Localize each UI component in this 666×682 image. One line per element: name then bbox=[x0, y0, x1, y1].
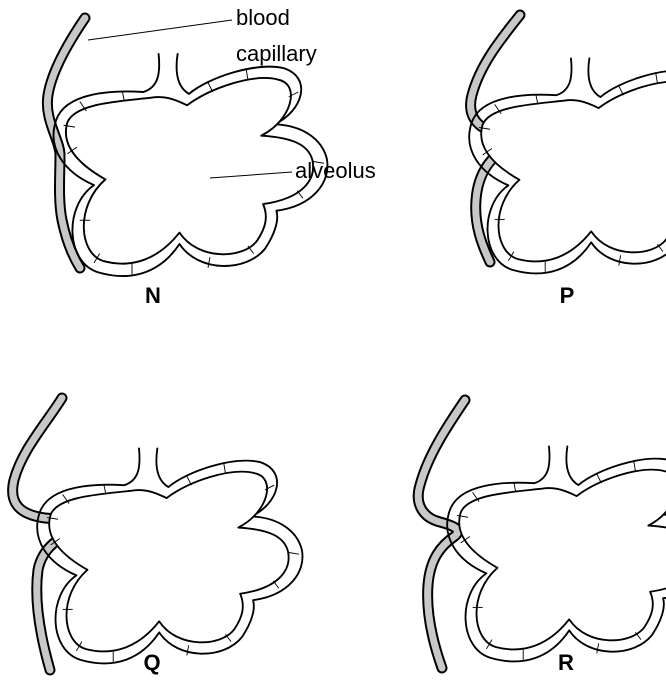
panel-r: R bbox=[418, 400, 666, 675]
blood-capillary-label: blood capillary bbox=[236, 5, 317, 66]
alveolus-r bbox=[447, 446, 666, 661]
panel-letter-p: P bbox=[560, 283, 575, 308]
panel-n: blood capillary alveolus N bbox=[47, 5, 375, 308]
alveolus-label: alveolus bbox=[295, 158, 376, 183]
alveolus-p bbox=[469, 58, 666, 273]
panel-q: Q bbox=[13, 398, 303, 675]
panel-p: P bbox=[469, 15, 666, 308]
panel-letter-n: N bbox=[145, 283, 161, 308]
panel-letter-q: Q bbox=[143, 650, 160, 675]
label-blood: blood bbox=[236, 5, 290, 30]
alveolus-n bbox=[54, 54, 328, 276]
capillary-leader-line bbox=[88, 20, 232, 40]
panel-letter-r: R bbox=[558, 650, 574, 675]
alveolus-q bbox=[37, 448, 302, 663]
label-capillary: capillary bbox=[236, 41, 317, 66]
